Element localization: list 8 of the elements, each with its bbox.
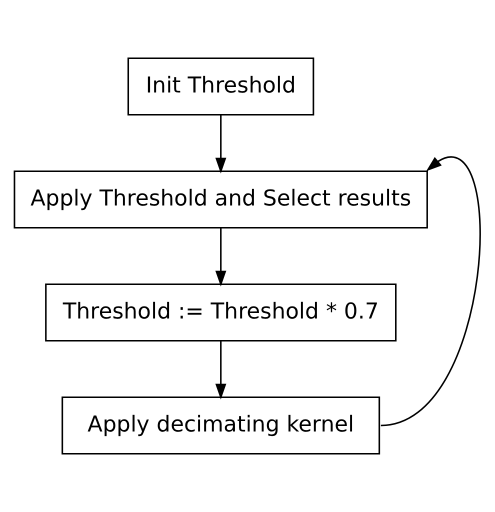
node-box: Threshold := Threshold * 0.7 <box>45 283 397 342</box>
arrow <box>215 341 226 400</box>
node-box: Apply Threshold and Select results <box>14 170 428 229</box>
arrow <box>215 115 226 174</box>
node-box: Apply decimating kernel <box>62 396 380 455</box>
arrow <box>380 156 481 426</box>
node-box: Init Threshold <box>127 58 314 116</box>
arrow <box>215 228 226 286</box>
